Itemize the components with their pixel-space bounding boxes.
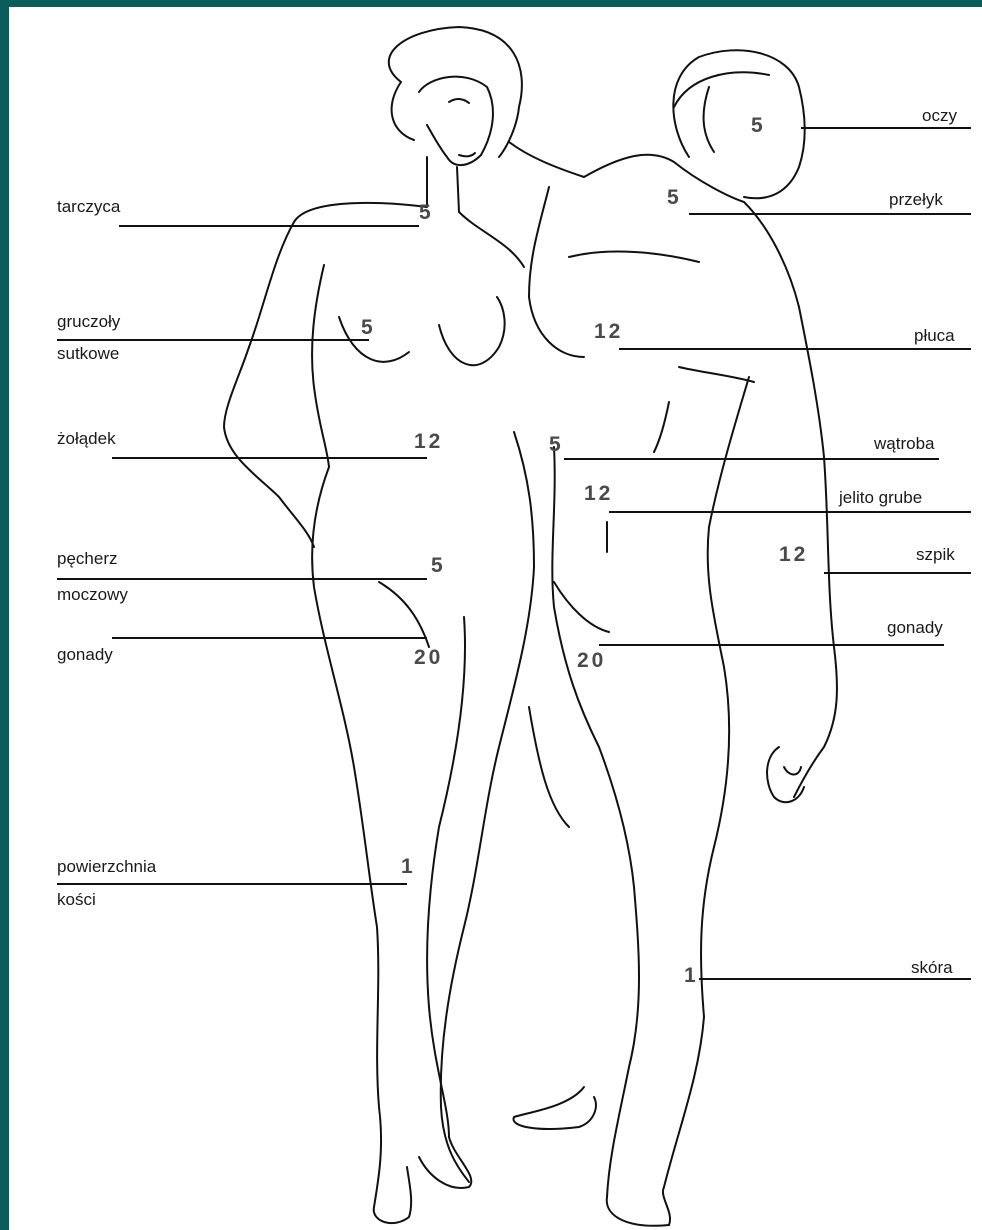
- label-pecherz-line1: pęcherz: [57, 549, 117, 568]
- label-pecherz-line2: moczowy: [57, 585, 128, 604]
- male-figure: [509, 50, 837, 1226]
- label-gruczoly-line1: gruczoły: [57, 312, 121, 331]
- male-hip: [529, 582, 609, 827]
- label-szpik: szpik: [916, 545, 955, 564]
- label-pluca: płuca: [914, 326, 955, 345]
- value-gruczoly: 5: [361, 316, 376, 339]
- label-kosci-line1: powierzchnia: [57, 857, 157, 876]
- male-front-foot: [607, 1187, 670, 1226]
- label-kosci-line2: kości: [57, 890, 96, 909]
- value-szpik: 12: [779, 543, 808, 566]
- female-left-arm: [224, 265, 329, 547]
- value-pluca: 12: [594, 320, 623, 343]
- female-right-foot: [419, 1137, 471, 1188]
- value-tarczyca: 5: [419, 201, 434, 224]
- male-hair: [674, 72, 769, 152]
- female-neck-shoulders: [249, 157, 524, 347]
- label-jelito: jelito grube: [838, 488, 922, 507]
- female-torso-right: [441, 432, 534, 1182]
- radiation-weighting-diagram: tarczyca 5 gruczoły sutkowe 5 żołądek 12…: [9, 7, 982, 1230]
- female-eye: [449, 99, 469, 103]
- female-inner-leg: [427, 617, 465, 1137]
- label-skora: skóra: [911, 958, 953, 977]
- label-oczy: oczy: [922, 106, 957, 125]
- value-skora: 1: [684, 964, 699, 987]
- male-back-foot: [513, 1087, 595, 1129]
- female-face: [419, 77, 493, 165]
- value-przelyk: 5: [667, 186, 682, 209]
- value-zoladek: 12: [414, 430, 443, 453]
- male-torso-right: [664, 377, 749, 1187]
- value-oczy: 5: [751, 114, 766, 137]
- label-tarczyca: tarczyca: [57, 197, 121, 216]
- value-gonady-male: 20: [577, 649, 606, 672]
- label-watroba: wątroba: [873, 434, 935, 453]
- value-pecherz: 5: [431, 554, 446, 577]
- value-jelito: 12: [584, 482, 613, 505]
- label-zoladek: żołądek: [57, 429, 116, 448]
- male-neck-shoulders: [509, 142, 799, 307]
- female-mouth: [459, 153, 475, 156]
- female-figure: [224, 27, 534, 1223]
- value-gonady-female: 20: [414, 646, 443, 669]
- value-watroba: 5: [549, 433, 564, 456]
- value-kosci: 1: [401, 855, 416, 878]
- male-hand: [767, 747, 804, 802]
- label-gonady-male: gonady: [887, 618, 943, 637]
- diagram-frame: tarczyca 5 gruczoły sutkowe 5 żołądek 12…: [9, 7, 982, 1230]
- label-gonady-female: gonady: [57, 645, 113, 664]
- female-hair: [389, 27, 522, 157]
- label-przelyk: przełyk: [889, 190, 943, 209]
- label-gruczoly-line2: sutkowe: [57, 344, 119, 363]
